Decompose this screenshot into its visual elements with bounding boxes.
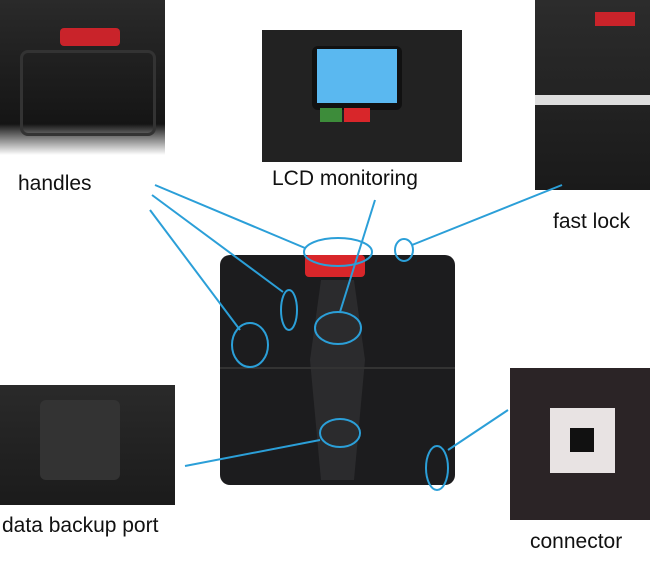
lcd-highlight: [314, 311, 362, 345]
fast-lock-highlight: [394, 238, 414, 262]
connector-label: connector: [530, 530, 623, 553]
lcd-photo: [262, 30, 462, 162]
fast-lock-label: fast lock: [553, 210, 631, 233]
backup-port-photo: [0, 385, 175, 505]
connector-highlight: [425, 445, 449, 491]
data-backup-port-label: data backup port: [2, 514, 159, 537]
handles-label: handles: [18, 172, 92, 195]
backup-port-highlight: [319, 418, 361, 448]
handle-highlight: [303, 237, 373, 267]
handles-photo: [0, 0, 165, 155]
lcd-monitoring-label: LCD monitoring: [272, 167, 418, 190]
connector-photo: [510, 368, 650, 520]
handle-highlight: [280, 289, 298, 331]
handle-highlight: [231, 322, 269, 368]
fast-lock-photo: [535, 0, 650, 190]
